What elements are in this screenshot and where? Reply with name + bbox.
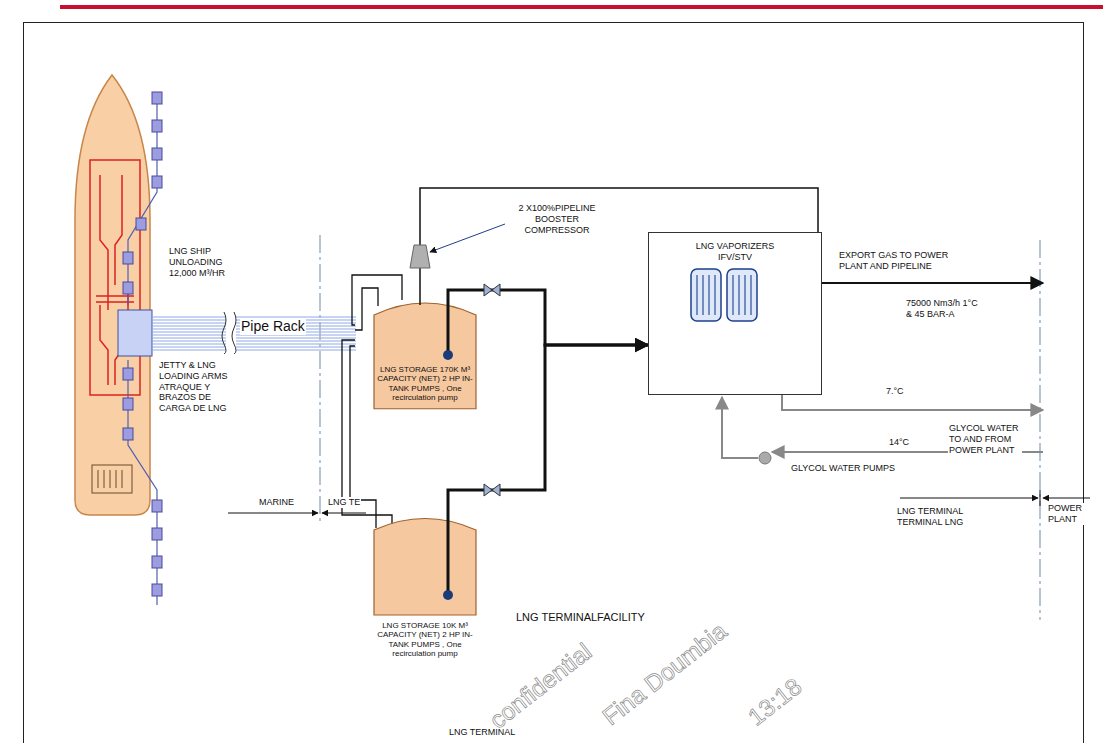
jetty-dolphin: [152, 92, 162, 104]
rack-pipe: [152, 350, 356, 351]
callout-label: GLYCOL WATER PUMPS: [790, 463, 896, 474]
terminal-arrow: [900, 498, 1038, 499]
jetty-dolphin: [152, 528, 162, 540]
glycol-supply-line: [782, 395, 1043, 410]
jetty-dolphin: [152, 120, 162, 132]
callout-label: LNG TERMINAL TERMINAL LNG: [896, 506, 978, 528]
callout-label: GLYCOL WATER TO AND FROM POWER PLANT: [948, 423, 1022, 455]
node-text: LNG STORAGE 10K M³ CAPACITY (NET) 2 HP I…: [370, 621, 480, 659]
valve-symbol: [484, 284, 500, 296]
node-text: LNG VAPORIZERS IFV/STV: [687, 241, 783, 262]
callout-label: LNG SHIP UNLOADING 12,000 M³/HR: [168, 246, 240, 278]
callout-label: 2 X100%PIPELINE BOOSTER COMPRESSOR: [510, 203, 604, 235]
cargo-tanks: [90, 160, 140, 395]
process-line: [480, 345, 648, 490]
jetty-dolphin: [123, 252, 133, 264]
tube: [738, 275, 739, 315]
tank-shell: [374, 303, 476, 409]
callout-label: Pipe Rack: [240, 318, 306, 335]
vaporizer-unit: [727, 269, 757, 321]
jetty-dolphin: [152, 176, 162, 188]
break-mark: [222, 312, 236, 354]
export-gas-line: [822, 282, 1043, 284]
rack-pipe: [152, 344, 356, 345]
tube: [708, 275, 709, 315]
terminal-arrow: [322, 513, 366, 514]
glycol-pump: [759, 452, 771, 464]
valve-symbol: [484, 484, 500, 496]
jetty-dolphin: [152, 500, 162, 512]
rack-pipe: [152, 341, 356, 342]
storage-tank: LNG STORAGE 170K M³ CAPACITY (NET) 2 HP …: [370, 285, 480, 411]
watermark: confidential: [484, 638, 597, 735]
vapour-outlet: [419, 285, 421, 305]
limit-tick: [1040, 490, 1041, 506]
callout-label: 75000 Nm3/h 1°C & 45 BAR-A: [905, 298, 985, 320]
in-tank-pump: [443, 590, 453, 600]
jetty-dolphin: [152, 148, 162, 160]
jetty-dolphin: [152, 584, 162, 596]
pump-column: [448, 290, 480, 351]
loading-platform: [118, 310, 152, 356]
watermark: 13:18: [743, 672, 808, 731]
jetty-dolphin: [136, 218, 146, 230]
ship-bridge: [92, 465, 132, 493]
callout-label: EXPORT GAS TO POWER PLANT AND PIPELINE: [838, 250, 952, 272]
jetty-dolphin: [123, 282, 133, 294]
node-text: LNG STORAGE 170K M³ CAPACITY (NET) 2 HP …: [370, 365, 480, 403]
marine-arrow: [228, 513, 318, 514]
frame: [24, 23, 1084, 743]
jetty-dolphin: [123, 398, 133, 410]
bridge-windows: [98, 470, 122, 488]
leader-line: [430, 224, 505, 252]
tube: [744, 275, 745, 315]
tube: [750, 275, 751, 315]
callout-label: 7.°C: [885, 386, 905, 397]
tube: [732, 275, 733, 315]
callout-label: MARINE: [258, 497, 295, 508]
glycol-return-line: [722, 397, 758, 458]
tube: [696, 275, 697, 315]
jetty-dolphin: [123, 368, 133, 380]
callout-label: JETTY & LNG LOADING ARMS ATRAQUE Y BRAZO…: [158, 360, 246, 414]
storage-tank: LNG STORAGE 10K M³ CAPACITY (NET) 2 HP I…: [370, 485, 480, 663]
rack-pipe: [152, 347, 356, 348]
callout-label: LNG TERMINALFACILITY: [515, 611, 646, 624]
callout-label: POWER PLANT: [1047, 503, 1089, 525]
jetty-dolphin: [123, 428, 133, 440]
callout-label: LNG TE: [327, 497, 361, 508]
watermark: Fina Doumbia: [597, 617, 732, 731]
vaporizer-box: LNG VAPORIZERS IFV/STV: [648, 232, 822, 395]
vaporizer-unit: [691, 269, 721, 321]
header-bar: [60, 5, 1103, 9]
process-line: [480, 290, 648, 345]
tube: [702, 275, 703, 315]
callout-label: 14°C: [888, 437, 910, 448]
pipe-rack: [152, 312, 356, 354]
pump-column: [448, 490, 480, 591]
booster-compressor: [410, 245, 430, 268]
in-tank-pump: [443, 350, 453, 360]
power-plant-arrow: [1043, 498, 1090, 499]
jetty-dolphin: [152, 556, 162, 568]
tank-shell: [374, 519, 476, 616]
tube: [714, 275, 715, 315]
rack-pipe: [152, 338, 356, 339]
ship-hull: [75, 75, 150, 515]
